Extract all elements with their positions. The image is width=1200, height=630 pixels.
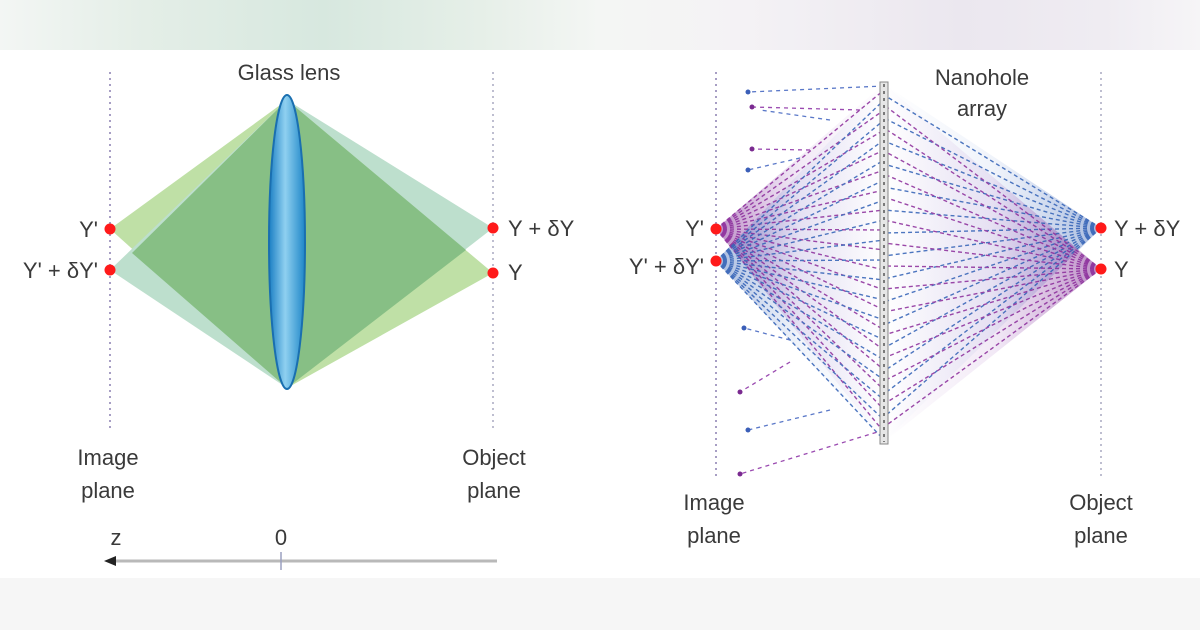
- light-cones: [110, 100, 493, 388]
- diagram-canvas: [104, 72, 1107, 570]
- glass-lens-shape: [268, 94, 306, 390]
- bottom-band: [0, 578, 1200, 630]
- object-plane-label: Object plane: [1069, 490, 1133, 548]
- stray-ray-arrowheads: [737, 89, 755, 477]
- label-y-prime: Y': [79, 217, 98, 242]
- stray-rays: [739, 85, 885, 475]
- image-point-y-prime: [104, 223, 116, 235]
- rays-object-side: [883, 94, 1102, 428]
- top-gradient-band: [0, 0, 1200, 50]
- image-point-y-prime-plus-delta: [104, 264, 116, 276]
- label-y-prime-plus-delta: Y' + δY': [22, 258, 98, 283]
- label-y: Y: [508, 260, 523, 285]
- glass-lens-title: Glass lens: [237, 60, 341, 85]
- z-axis-arrow-icon: [104, 556, 116, 566]
- object-plane-label: Object plane: [462, 445, 526, 503]
- image-point-y-prime-plus-delta: [710, 255, 722, 267]
- rays-image-side: [715, 89, 885, 441]
- label-y-prime-plus-delta: Y' + δY': [628, 254, 704, 279]
- object-point-y: [1095, 263, 1107, 275]
- object-point-y-plus-delta: [1095, 222, 1107, 234]
- image-point-y-prime: [710, 223, 722, 235]
- label-y-prime: Y': [685, 216, 704, 241]
- left-panel-glass-lens: [104, 72, 499, 570]
- label-y-plus-delta: Y + δY: [508, 216, 575, 241]
- object-point-y: [487, 267, 499, 279]
- image-plane-label: Image plane: [77, 445, 139, 503]
- image-plane-label: Image plane: [683, 490, 745, 548]
- label-y-plus-delta: Y + δY: [1114, 216, 1181, 241]
- figure-glass-lens-vs-nanohole-array: Glass lens Y' Y' + δY' Y + δY Y Image pl…: [0, 50, 1200, 578]
- label-y: Y: [1114, 257, 1129, 282]
- nanohole-array-column: [879, 81, 889, 445]
- z-axis-label: z: [110, 525, 122, 550]
- object-point-y-plus-delta: [487, 222, 499, 234]
- right-panel-nanohole-array: [710, 72, 1107, 477]
- nanohole-array-title: Nanohole array: [934, 65, 1030, 121]
- z-axis-origin-label: 0: [274, 525, 288, 550]
